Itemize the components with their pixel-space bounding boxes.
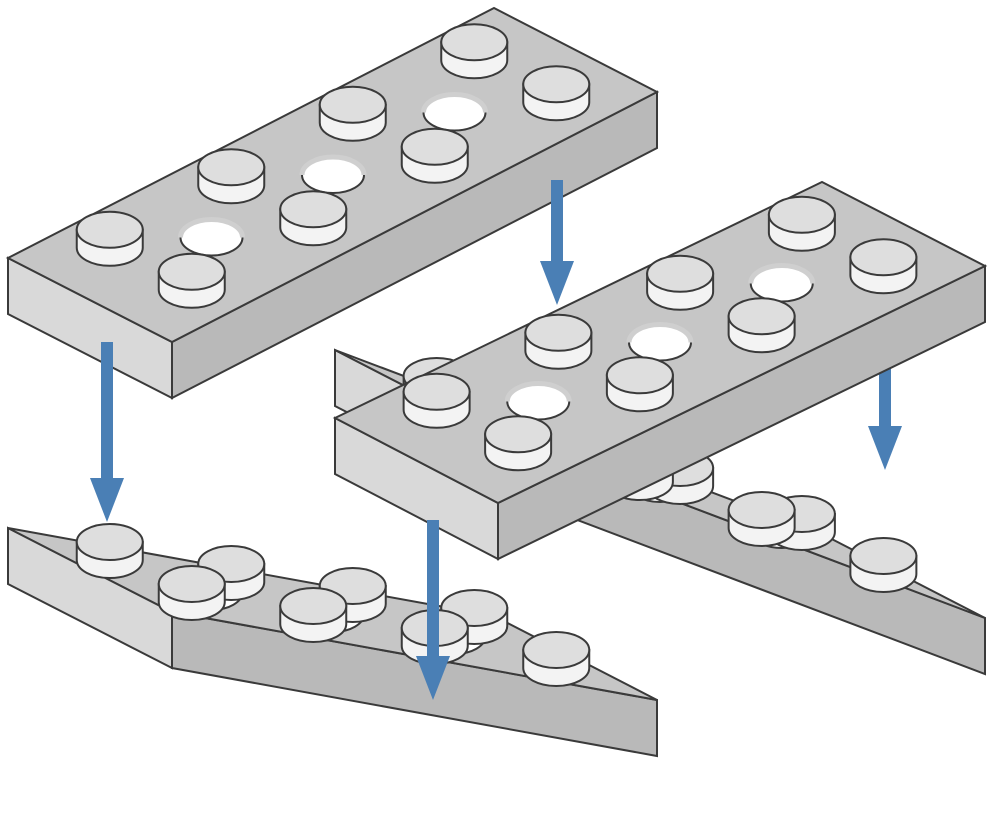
upper-left-plate-stud — [157, 252, 226, 309]
upper-left-plate-hole-rim — [299, 154, 367, 176]
upper-left-plate-stud-top — [318, 85, 387, 124]
right-front-plate — [332, 180, 988, 561]
arrow-upper-center-down — [540, 180, 574, 305]
right-front-plate-stud — [646, 254, 715, 311]
right-front-plate-stud-top — [767, 195, 836, 234]
right-front-plate-stud — [849, 238, 918, 295]
lower-left-plate-stud-top — [75, 523, 144, 561]
right-back-plate-stud — [849, 537, 918, 593]
right-front-plate-hole-rim — [504, 381, 572, 402]
upper-left-plate-hole-rim — [421, 92, 488, 113]
upper-left-plate-stud-top — [279, 190, 348, 229]
lower-left-plate-stud — [157, 565, 226, 621]
upper-left-plate-stud — [279, 190, 348, 247]
lower-left-plate-stud — [279, 587, 348, 643]
upper-left-plate-hole-rim — [178, 217, 245, 238]
lower-left-plate — [7, 523, 658, 758]
arrow-right-down-head — [868, 426, 902, 470]
right-front-plate-stud-top — [484, 415, 553, 454]
arrow-center-down-shaft — [427, 520, 439, 662]
right-front-plate-hole-rim — [626, 322, 694, 343]
right-front-plate-stud-top — [727, 297, 796, 336]
upper-left-plate-stud — [197, 148, 266, 205]
right-back-plate-stud-top — [849, 537, 918, 575]
right-front-plate-stud-top — [605, 356, 674, 395]
arrow-upper-left-down — [90, 342, 124, 522]
lower-left-plate-stud — [75, 523, 144, 579]
right-front-plate-hole-rim — [748, 263, 816, 284]
lower-left-plate-stud-top — [157, 565, 226, 603]
upper-left-plate-stud-top — [440, 23, 509, 62]
arrow-upper-center-down-head — [540, 261, 574, 305]
lower-left-plate-stud — [522, 631, 591, 687]
right-front-plate-stud — [524, 313, 593, 370]
arrow-upper-left-down-head — [90, 478, 124, 522]
arrow-center-down — [416, 520, 450, 700]
right-front-plate-stud — [402, 372, 471, 429]
arrow-center-down-head — [416, 656, 450, 700]
right-front-plate-stud-top — [402, 372, 471, 411]
upper-left-plate-stud — [318, 85, 387, 142]
right-front-plate-stud — [605, 356, 674, 413]
upper-left-plate-stud-top — [75, 210, 144, 249]
upper-left-plate-stud-top — [197, 148, 266, 187]
right-front-plate-stud-top — [524, 313, 593, 352]
right-front-plate-stud-top — [646, 254, 715, 293]
arrow-upper-center-down-shaft — [551, 180, 563, 267]
right-front-plate-stud — [727, 297, 796, 354]
right-back-plate-stud-top — [727, 491, 796, 529]
upper-left-plate — [5, 6, 660, 400]
arrow-upper-left-down-shaft — [101, 342, 113, 484]
right-back-plate-stud — [727, 491, 796, 547]
right-front-plate-stud-top — [849, 238, 918, 277]
upper-left-plate-stud — [440, 23, 509, 80]
upper-left-plate-stud — [522, 65, 591, 122]
lower-left-plate-stud-top — [279, 587, 348, 625]
upper-left-plate-stud-top — [157, 252, 226, 291]
upper-left-plate-stud-top — [522, 65, 591, 104]
upper-left-plate-stud-top — [400, 127, 469, 166]
right-front-plate-stud — [767, 195, 836, 252]
right-front-plate-stud — [484, 415, 553, 472]
upper-left-plate-stud — [75, 210, 144, 267]
lower-left-plate-stud-top — [522, 631, 591, 669]
upper-left-plate-stud — [400, 127, 469, 184]
